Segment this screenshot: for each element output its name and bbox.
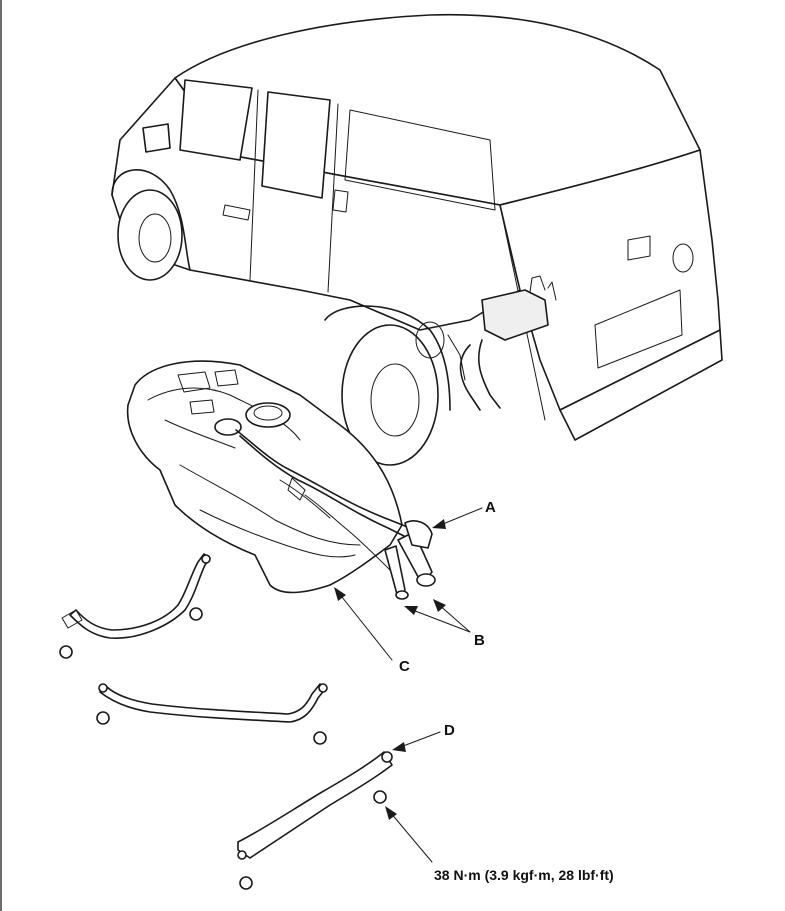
leader-lines bbox=[334, 507, 483, 863]
callout-b: B bbox=[474, 632, 485, 649]
fuel-tank bbox=[126, 360, 436, 600]
callout-c: C bbox=[399, 658, 410, 675]
left-border-rule bbox=[0, 0, 2, 911]
rear-strap-d bbox=[237, 751, 393, 890]
front-strap bbox=[59, 553, 211, 659]
vehicle-illustration bbox=[111, 13, 723, 466]
middle-strap bbox=[96, 683, 328, 745]
torque-spec-label: 38 N·m (3.9 kgf·m, 28 lbf·ft) bbox=[434, 867, 614, 883]
callout-d: D bbox=[444, 722, 455, 739]
callout-a: A bbox=[485, 499, 496, 516]
